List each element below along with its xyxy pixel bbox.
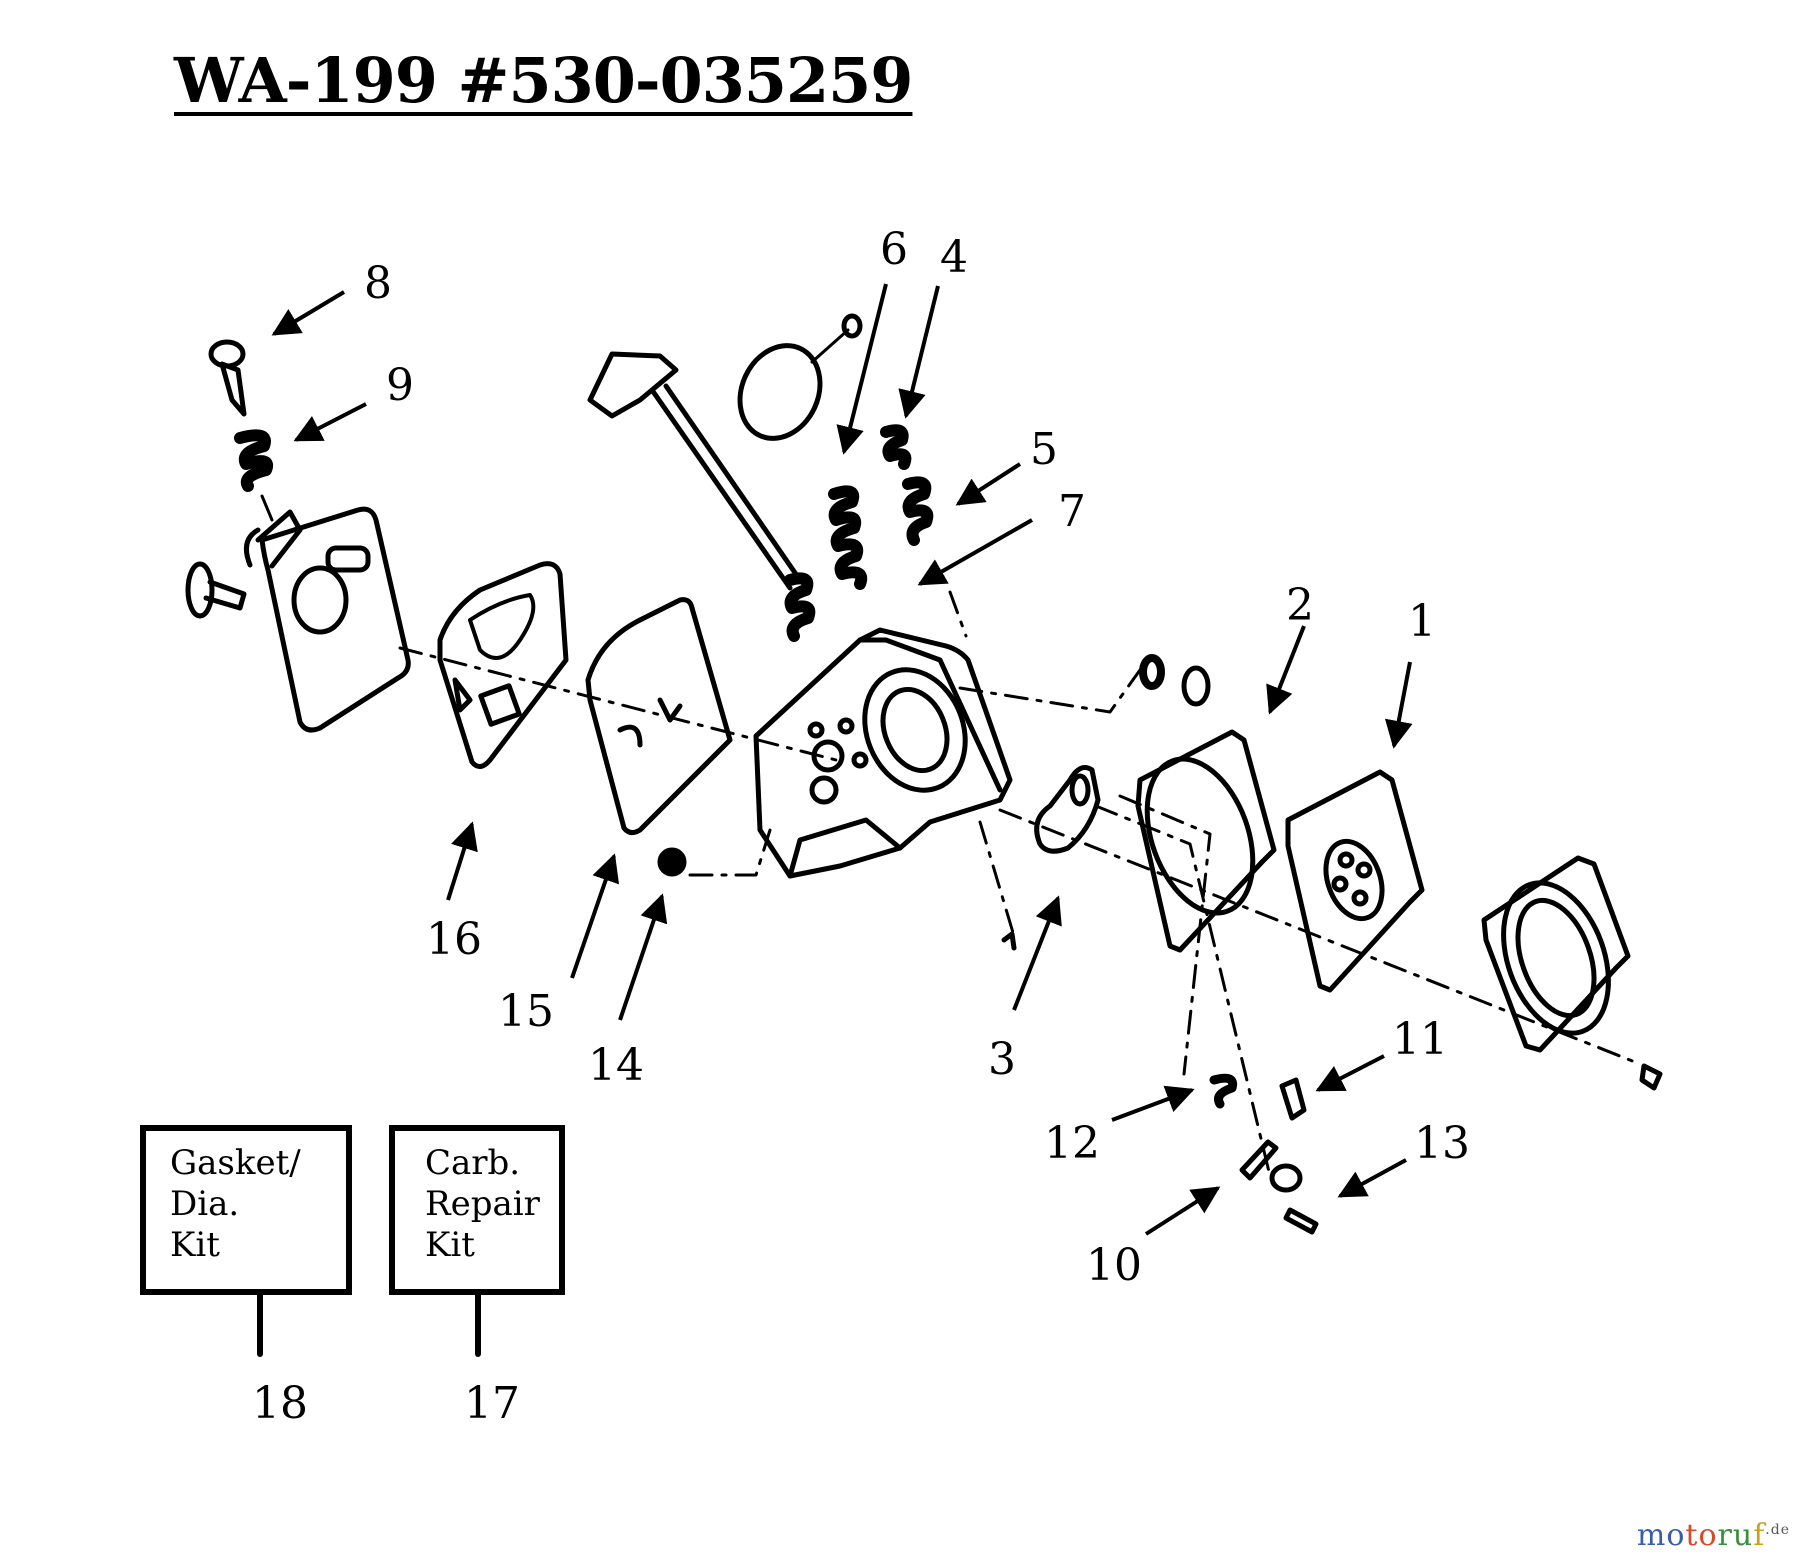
callout-3: 3 [988, 1034, 1016, 1085]
callout-14: 14 [588, 1040, 644, 1091]
callout-12: 12 [1044, 1118, 1100, 1169]
screw-part [185, 561, 247, 619]
callout-5: 5 [1030, 424, 1058, 475]
kit-line: Kit [425, 1225, 475, 1265]
callout-7: 7 [1058, 486, 1086, 537]
spring-part-9 [234, 429, 273, 492]
lever-shaft-part [587, 351, 803, 591]
gasket-part-15 [585, 597, 733, 836]
carburetor-body [753, 627, 1013, 879]
callout-17: 17 [464, 1378, 520, 1429]
callout-4: 4 [940, 232, 968, 283]
motoruf-watermark: motoruf.de [1636, 1518, 1790, 1553]
callout-8: 8 [364, 258, 392, 309]
diaphragm-disk [737, 313, 863, 441]
gasket-part-2 [1135, 729, 1277, 953]
kit-line: Kit [170, 1225, 220, 1265]
kit-line: Dia. [170, 1184, 240, 1224]
callout-18: 18 [252, 1378, 308, 1429]
kit-line: Gasket/ [170, 1143, 301, 1183]
needle-part [208, 339, 247, 417]
callout-15: 15 [498, 986, 554, 1037]
pump-cover-part [243, 506, 411, 733]
check-ball-part-14 [657, 847, 687, 877]
diaphragm-part-1 [1285, 769, 1425, 993]
kit-line: Repair [425, 1184, 540, 1224]
callout-2: 2 [1286, 580, 1314, 631]
callout-13: 13 [1414, 1118, 1470, 1169]
spring-part-4 [880, 424, 934, 546]
callout-10: 10 [1086, 1240, 1142, 1291]
gasket-diaphragm-kit-box: Gasket/ Dia. Kit [140, 1125, 352, 1295]
spring-part-lever [784, 572, 816, 642]
callout-16: 16 [426, 914, 482, 965]
throttle-plate-part-3 [1034, 765, 1101, 854]
spring-part-6 [828, 485, 868, 590]
callout-9: 9 [386, 360, 414, 411]
callout-11: 11 [1392, 1014, 1448, 1065]
cover-plate [1481, 855, 1631, 1053]
o-ring-part [1139, 654, 1211, 707]
gasket-part-16 [437, 561, 569, 769]
callout-1: 1 [1408, 596, 1436, 647]
small-parts-cluster [1209, 1063, 1663, 1235]
small-screw-part [1001, 931, 1017, 951]
carb-repair-kit-box: Carb. Repair Kit [389, 1125, 565, 1295]
diagram-title: WA-199 #530-035259 [174, 44, 913, 117]
kit-line: Carb. [425, 1143, 521, 1183]
callout-6: 6 [880, 224, 908, 275]
